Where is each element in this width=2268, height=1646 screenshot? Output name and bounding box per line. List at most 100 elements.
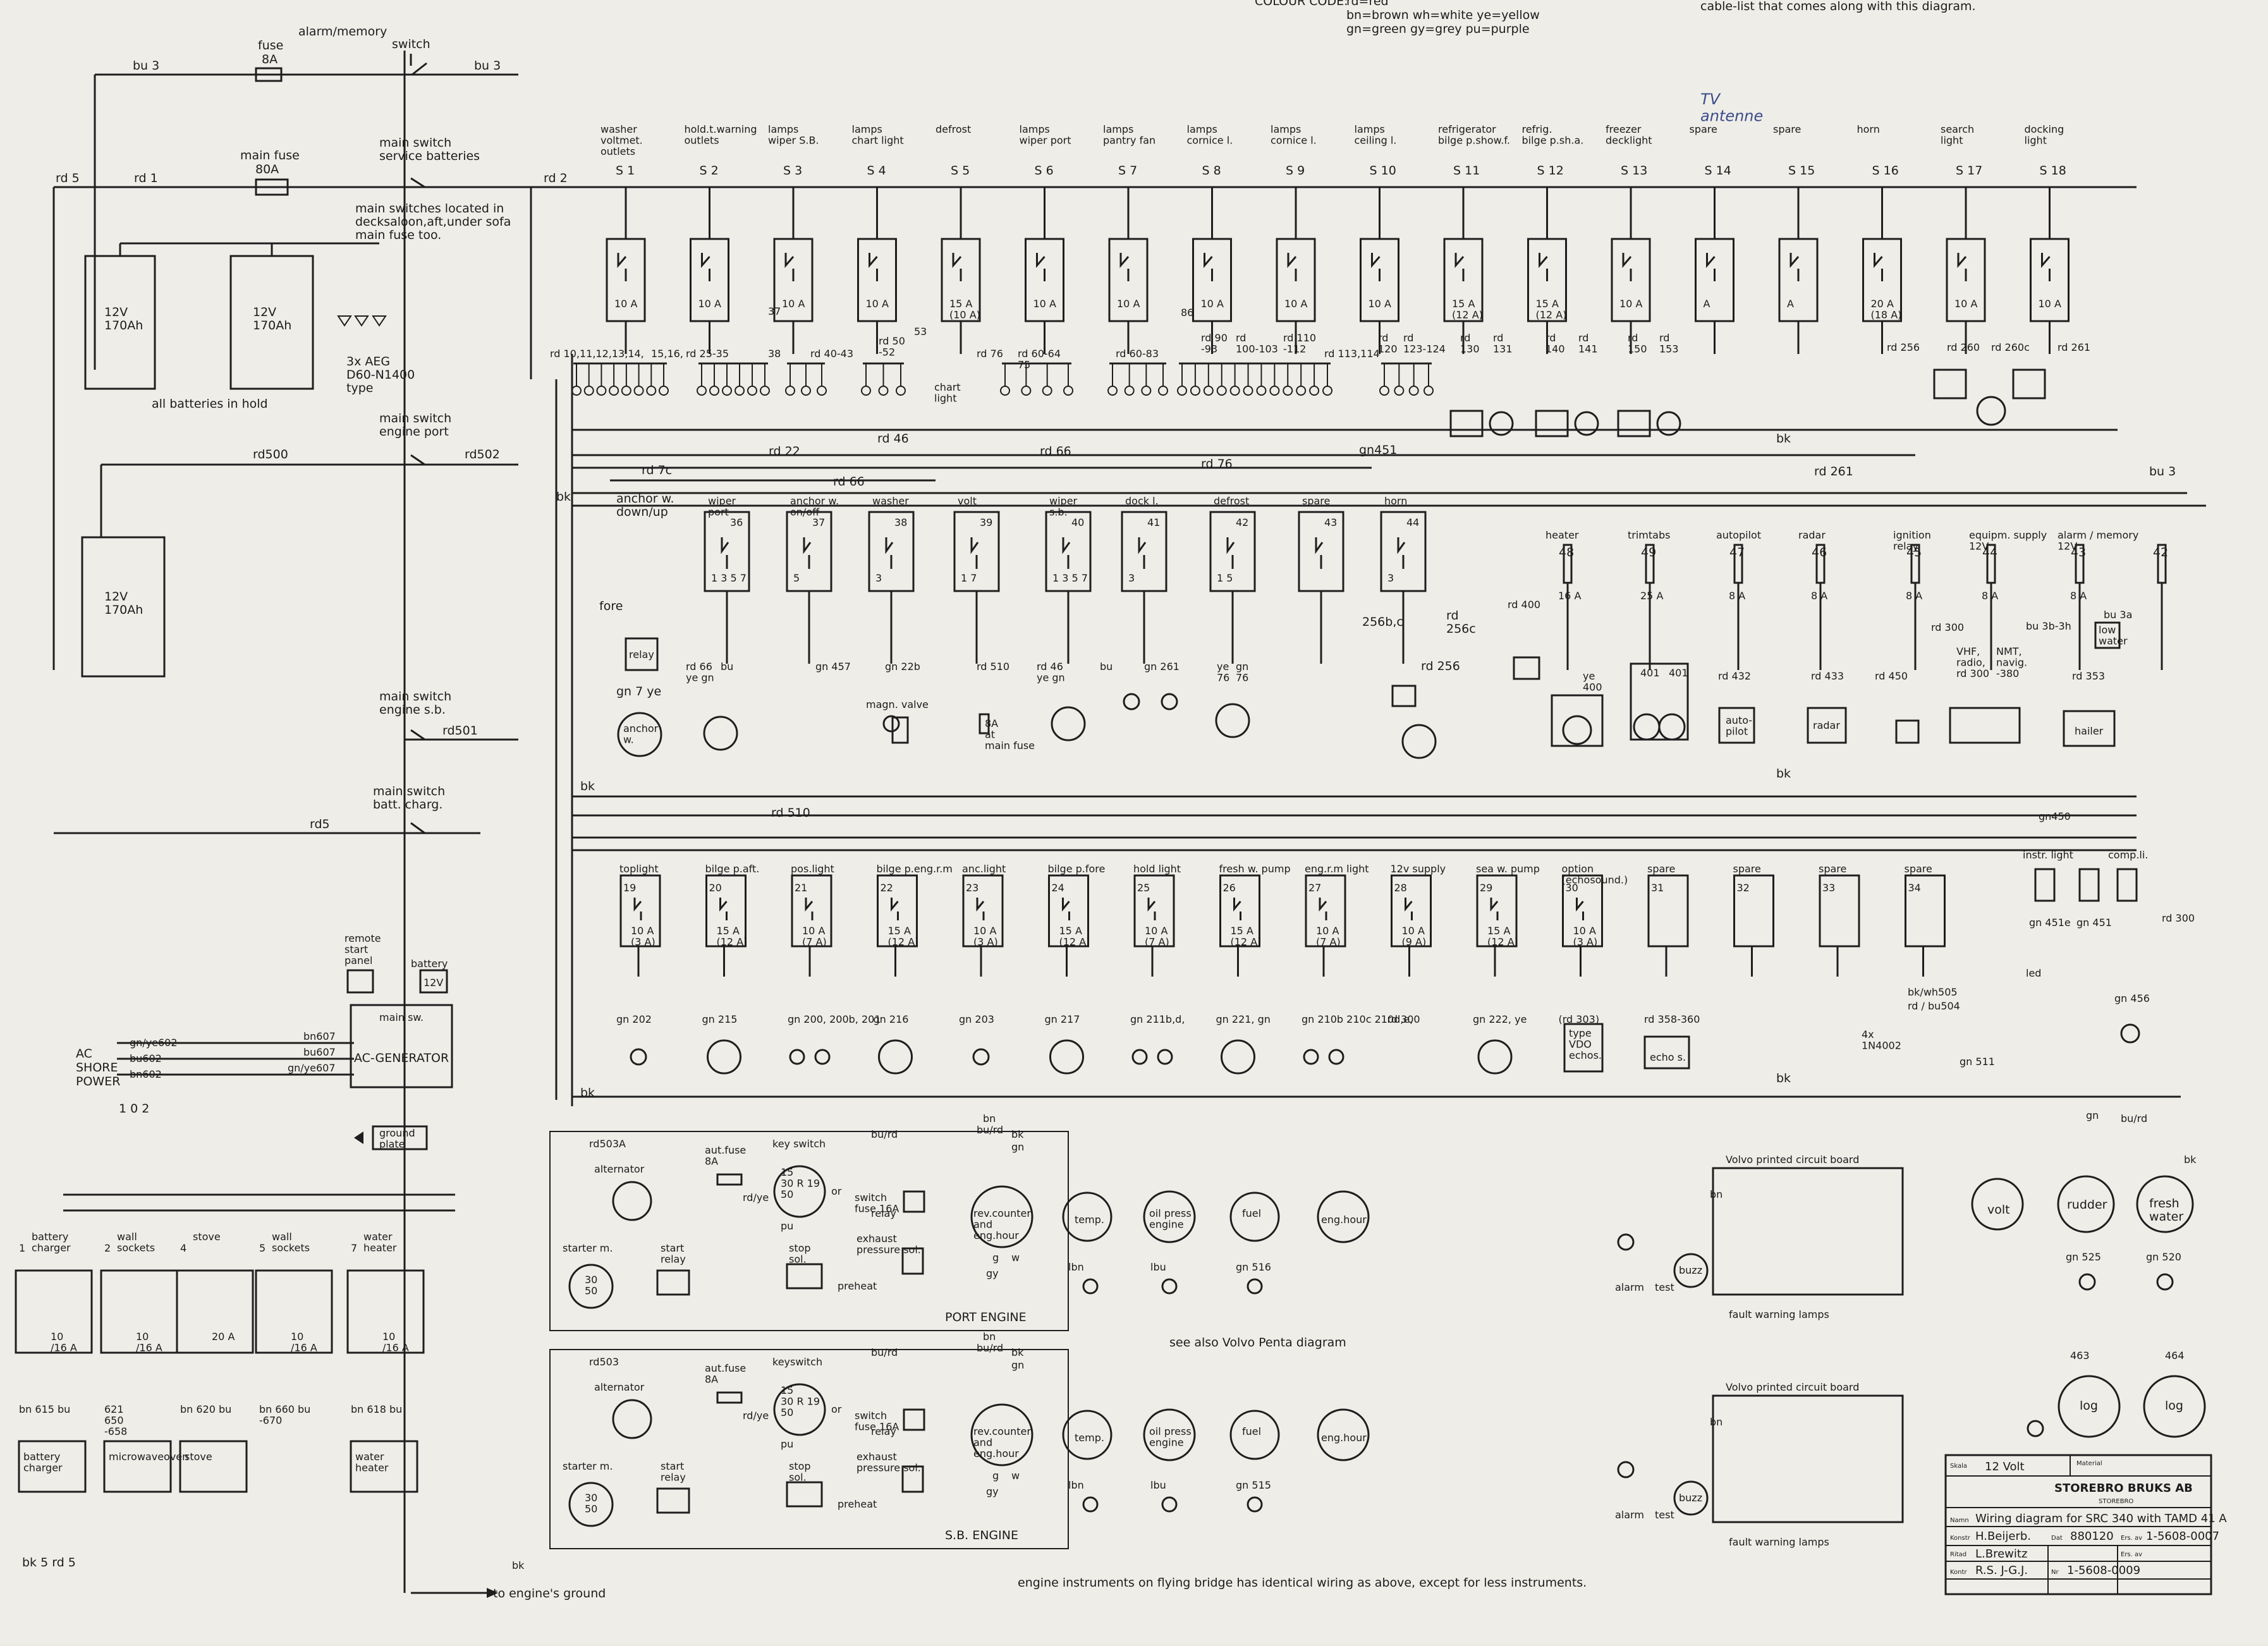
fuse-switch-box[interactable] xyxy=(877,874,918,948)
fuse-switch-label: 12v supply xyxy=(1391,863,1446,875)
fuse-switch-box[interactable] xyxy=(1391,874,1432,948)
wire-bn: bn xyxy=(983,1331,996,1343)
fuse-42[interactable]: 42 xyxy=(2153,544,2168,670)
fuse-switch-box[interactable] xyxy=(1476,874,1518,948)
fuse-switch-id: 30 xyxy=(1566,882,1578,894)
relay-41[interactable]: dock l.413 xyxy=(1121,495,1168,664)
fuse-switch-box[interactable] xyxy=(619,874,661,948)
svg-text:Dat: Dat xyxy=(2051,1535,2063,1542)
fuse-switch-box[interactable] xyxy=(1905,874,1946,948)
alternator-label: alternator xyxy=(594,1163,645,1175)
fuse-switch-box[interactable] xyxy=(962,874,1004,948)
switch-id: S 10 xyxy=(1370,164,1396,178)
pump-motor-icon xyxy=(878,1039,913,1075)
relay-pins: 1 5 xyxy=(1217,572,1233,584)
fuse-switch-box[interactable] xyxy=(1819,874,1860,948)
svg-text:gn 451e: gn 451e xyxy=(2029,917,2071,929)
wire-gn: gn xyxy=(1011,1359,1024,1371)
fuse-switch-box[interactable] xyxy=(1133,874,1175,948)
fuse-switch-box[interactable] xyxy=(791,874,832,948)
terminal xyxy=(760,386,770,396)
exhaust-solenoid xyxy=(901,1465,924,1493)
heater-fan-icon xyxy=(1562,715,1592,745)
fuse-switch-id: 28 xyxy=(1394,882,1407,894)
fuse-switch-box[interactable] xyxy=(1647,874,1689,948)
fuse-switch-box[interactable] xyxy=(1733,874,1774,948)
fuse-switch-box[interactable] xyxy=(1562,874,1603,948)
alternator-label: alternator xyxy=(594,1381,645,1393)
fuse-switch-box[interactable] xyxy=(1048,874,1089,948)
fault-warning-label: fault warning lamps xyxy=(1729,1308,1829,1320)
svg-text:rd 46: rd 46 xyxy=(877,432,909,446)
wire-fuel: gn 516 xyxy=(1236,1261,1271,1273)
preheat-label: preheat xyxy=(838,1280,877,1292)
fuse-switch-id: 34 xyxy=(1908,882,1921,894)
svg-text:rd=red: rd=red xyxy=(1346,0,1389,8)
fuse-switch-box[interactable] xyxy=(1305,874,1346,948)
fuse-rating: 8 A xyxy=(1982,590,1998,602)
wire-burd: bu/rd xyxy=(977,1124,1003,1136)
fuse-switch-label: toplight xyxy=(619,863,659,875)
fuse-switch-box[interactable] xyxy=(1219,874,1260,948)
bus-lines: rd 46 rd 22 rd 66 rd 7c rd 66 rd 76 gn45… xyxy=(555,354,2206,1106)
fuse-switch-box[interactable] xyxy=(705,874,747,948)
fuse-switch-rating: 10 A(7 A) xyxy=(1145,925,1169,948)
wire-burd: bu/rd xyxy=(871,1128,898,1140)
